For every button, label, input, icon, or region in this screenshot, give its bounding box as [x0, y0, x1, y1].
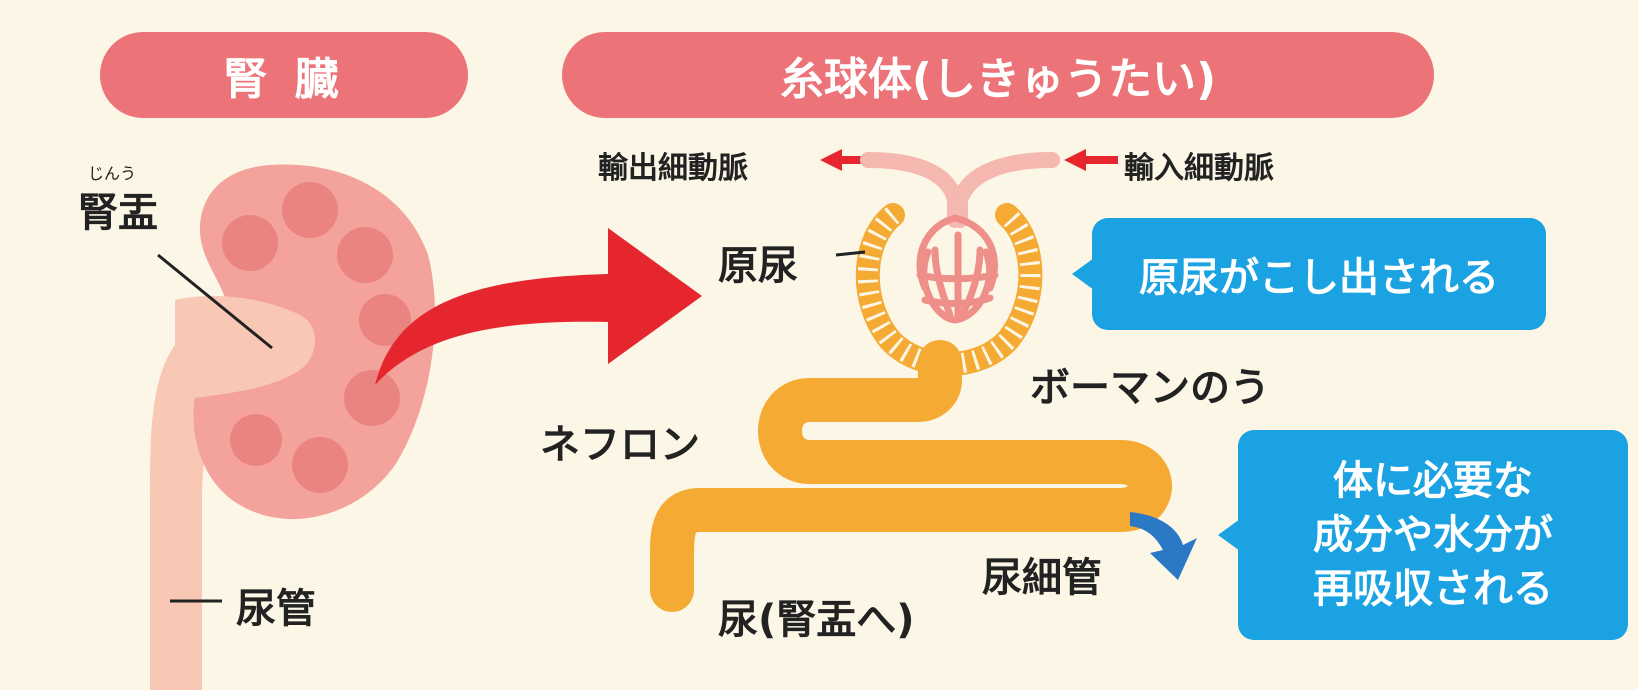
kidney-title: 腎 臓: [100, 32, 468, 118]
renal-pelvis-label: 腎盂: [78, 190, 158, 236]
filtration-callout-text: 原尿がこし出される: [1139, 255, 1499, 301]
reabsorption-line-3: 再吸収される: [1313, 566, 1553, 612]
glomerulus-title: 糸球体(しきゅうたい): [562, 32, 1434, 118]
kidney: [157, 164, 436, 520]
primary-urine-label: 原尿: [718, 243, 798, 289]
kidney-lobe: [337, 227, 393, 283]
kidney-lobe: [282, 182, 338, 238]
urine-to-pelvis-label: 尿(腎盂へ): [718, 597, 915, 643]
filtration-callout: 原尿がこし出される: [1072, 218, 1546, 330]
kidney-pelvis: [175, 295, 315, 400]
kidney-lobe: [230, 414, 282, 466]
bowman-capsule-label: ボーマンのう: [1030, 365, 1270, 411]
kidney-lobe: [359, 294, 411, 346]
renal-tubule-label: 尿細管: [982, 555, 1102, 601]
renal-pelvis-ruby: じんう: [88, 164, 137, 183]
efferent-arrow-icon: [820, 149, 874, 171]
glomerulus-title-text: 糸球体(しきゅうたい): [779, 54, 1217, 105]
primary-urine-leader: [835, 250, 866, 257]
afferent-arrow-icon: [1064, 149, 1118, 171]
kidney-lobe: [222, 215, 278, 271]
kidney-lobe: [292, 437, 348, 493]
reabsorb-arrow-icon: [1130, 512, 1197, 580]
reabsorption-line-2: 成分や水分が: [1313, 512, 1553, 558]
kidney-title-text: 腎 臓: [223, 54, 345, 105]
reabsorption-line-1: 体に必要な: [1333, 458, 1533, 504]
renal-tubule: [650, 340, 1172, 612]
ureter-tube: [150, 320, 250, 690]
afferent-arteriole-label: 輸入細動脈: [1124, 151, 1274, 186]
efferent-arteriole-label: 輸出細動脈: [598, 151, 748, 186]
nephron-label: ネフロン: [540, 422, 700, 468]
renal-pelvis-leader: [157, 253, 273, 350]
afferent-arteriole: [952, 152, 1060, 228]
reabsorption-callout: 体に必要な 成分や水分が 再吸収される: [1218, 430, 1628, 640]
glomerulus: [916, 214, 999, 324]
big-red-arrow: [375, 228, 702, 385]
kidney-lobe: [344, 370, 400, 426]
ureter-label: 尿管: [236, 586, 316, 632]
